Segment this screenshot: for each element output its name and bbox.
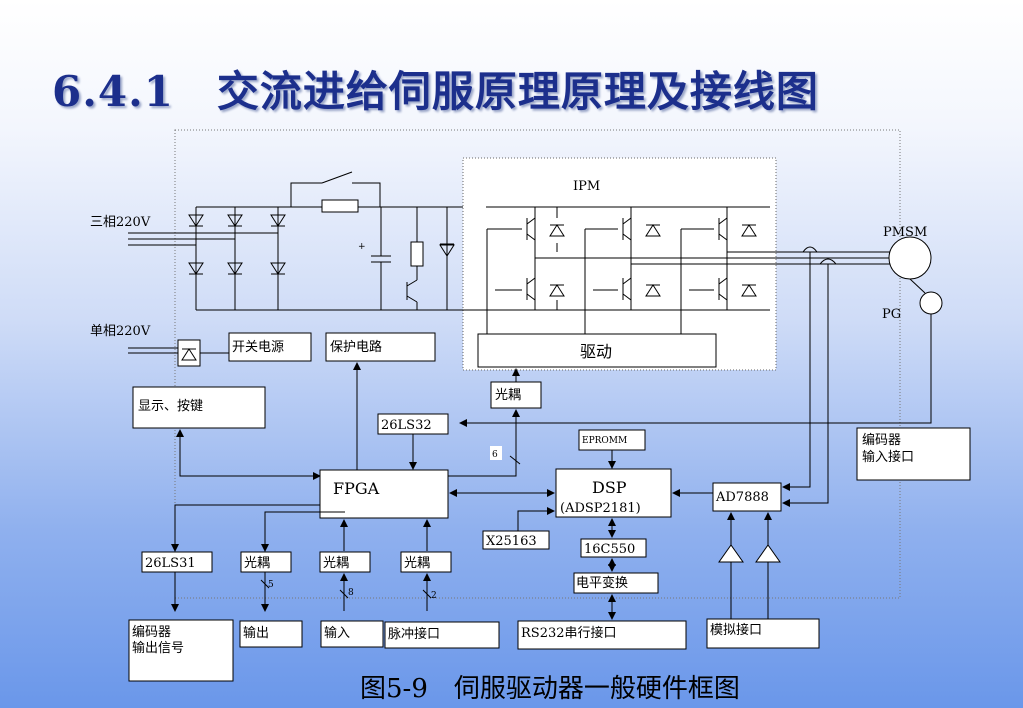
- input-box: [320, 620, 384, 648]
- output-label: 输出: [243, 625, 269, 641]
- bus-2-label: 2: [431, 591, 437, 601]
- drive-block: [477, 333, 717, 368]
- bus-5-label: 5: [268, 580, 274, 590]
- encoder-in-block: [856, 427, 971, 481]
- encoder-out-line2: 输出信号: [132, 640, 184, 656]
- x25163-label: X25163: [486, 534, 537, 549]
- plus-sign: +: [358, 242, 366, 252]
- rs232-label: RS232串行接口: [521, 625, 617, 641]
- inverter-legs: [486, 206, 890, 334]
- uart-block: [580, 538, 647, 558]
- dc-capacitor: +: [358, 207, 391, 310]
- level-shift-label: 电平变换: [576, 575, 628, 591]
- single-rectifier: [177, 339, 201, 367]
- board-outline: [174, 129, 901, 599]
- ipm-label: IPM: [573, 179, 600, 194]
- protection-block: [325, 332, 436, 362]
- encoder-in-line1: 编码器: [862, 433, 901, 448]
- output-box: [239, 620, 303, 648]
- opto-pulse-block: [400, 551, 452, 573]
- switch-power-label: 开关电源: [232, 340, 284, 355]
- ls31-block: [141, 551, 213, 573]
- display-keys-block: [132, 386, 266, 429]
- fpga-block: [319, 469, 449, 519]
- uart-label: 16C550: [584, 542, 635, 557]
- page-title: 6.4.1 交流进给伺服原理原理及接线图: [52, 67, 819, 116]
- ad7888-label: AD7888: [715, 490, 769, 505]
- figure-caption: 图5-9 伺服驱动器一般硬件框图: [360, 674, 740, 704]
- bus-6-label: 6: [492, 450, 498, 460]
- bus-8-label: 8: [348, 588, 354, 598]
- dsp-label: DSP: [592, 478, 627, 497]
- pg-label: PG: [882, 307, 901, 322]
- opto-in-label: 光耦: [323, 556, 349, 571]
- ls32-label: 26LS32: [381, 418, 432, 433]
- ls31-label: 26LS31: [145, 556, 196, 571]
- pmsm-label: PMSM: [883, 225, 927, 240]
- input-label: 输入: [324, 625, 350, 641]
- analog-box: [706, 618, 820, 649]
- protection-label: 保护电路: [330, 339, 382, 355]
- pulse-label: 脉冲接口: [388, 626, 440, 642]
- dsp-block: [555, 468, 672, 518]
- encoder-out-line1: 编码器: [132, 625, 171, 640]
- rs232-box: [517, 620, 687, 650]
- opto-top-block: [490, 381, 542, 409]
- encoder-out-box: [128, 619, 234, 682]
- opto-top-label: 光耦: [495, 388, 521, 403]
- opto-in-block: [319, 551, 371, 573]
- three-phase-label: 三相220V: [90, 215, 151, 230]
- level-shift-block: [573, 572, 659, 594]
- drive-label: 驱动: [580, 342, 612, 361]
- display-keys-label: 显示、按键: [138, 399, 203, 414]
- eepromm-label: EPROMM: [582, 436, 627, 446]
- x25163-block: [482, 530, 550, 550]
- single-phase-label: 单相220V: [90, 324, 151, 339]
- opto-out-label: 光耦: [244, 556, 270, 571]
- dsp-model-label: (ADSP2181): [560, 501, 641, 516]
- pg-encoder: [919, 291, 943, 315]
- ad7888-block: [712, 482, 782, 512]
- opto-out-block: [240, 551, 292, 573]
- pulse-box: [384, 621, 500, 649]
- fpga-label: FPGA: [333, 479, 380, 498]
- opto-pulse-label: 光耦: [404, 556, 430, 571]
- switch-power-block: [228, 332, 312, 362]
- encoder-in-line2: 输入接口: [862, 449, 914, 465]
- analog-label: 模拟接口: [710, 622, 762, 638]
- pmsm-motor: [888, 236, 932, 280]
